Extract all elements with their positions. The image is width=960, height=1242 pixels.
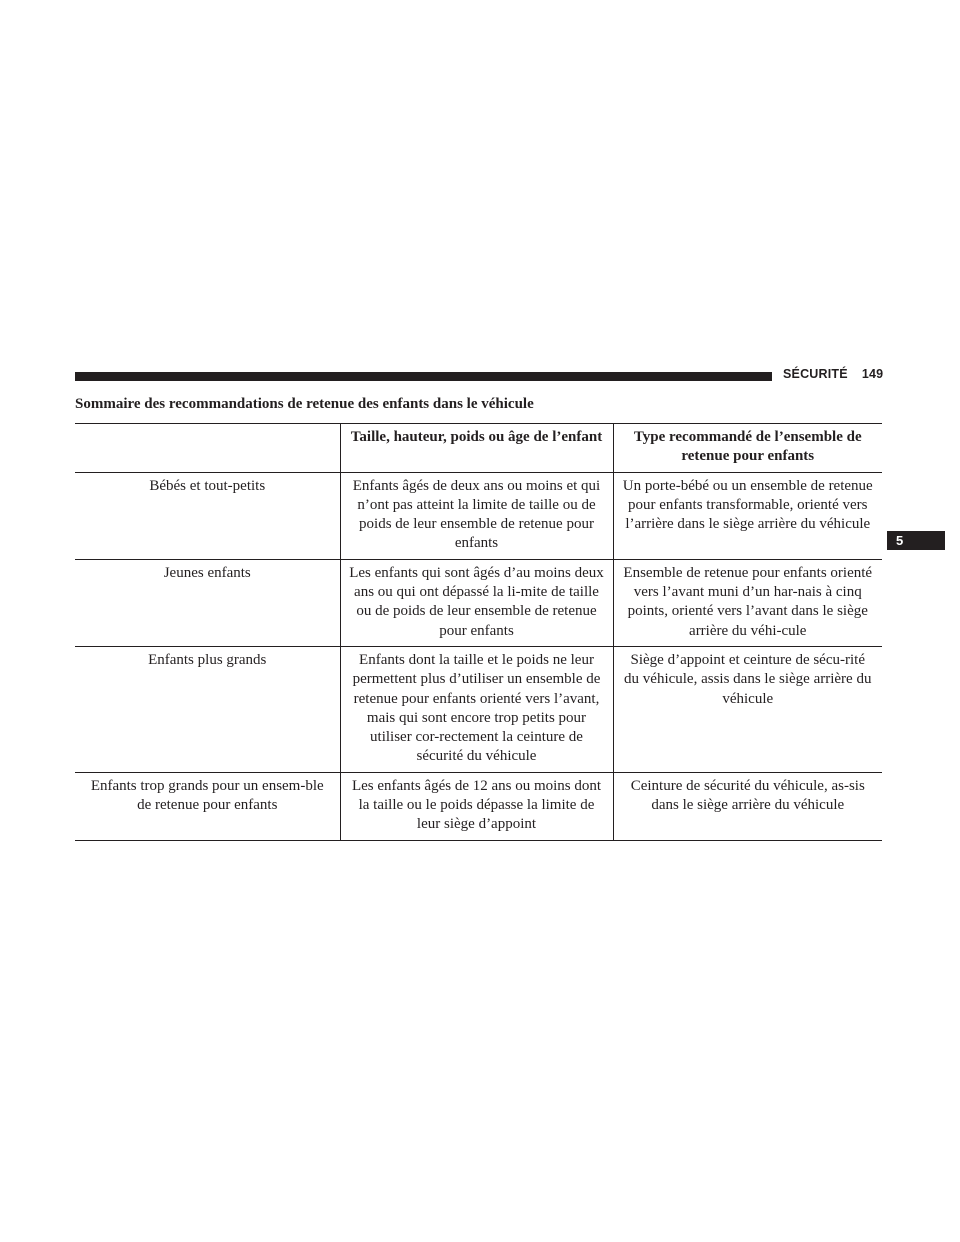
cell-criteria: Enfants dont la taille et le poids ne le…: [339, 645, 613, 773]
section-title: Sommaire des recommandations de retenue …: [75, 396, 534, 412]
table-row: Jeunes enfants Les enfants qui sont âgés…: [75, 558, 882, 647]
table-header-row: Taille, hauteur, poids ou âge de l’enfan…: [75, 423, 882, 473]
header-restraint: Type recommandé de l’ensemble de retenue…: [612, 423, 882, 473]
cell-criteria: Les enfants âgés de 12 ans ou moins dont…: [339, 771, 613, 841]
cell-group: Enfants plus grands: [75, 645, 340, 773]
header-rule: [75, 372, 772, 381]
recommendations-table: Taille, hauteur, poids ou âge de l’enfan…: [75, 423, 882, 841]
header-criteria: Taille, hauteur, poids ou âge de l’enfan…: [339, 423, 613, 473]
page-header: SÉCURITÉ 149: [783, 367, 883, 385]
cell-restraint: Ceinture de sécurité du véhicule, as-sis…: [612, 771, 882, 841]
table-row: Enfants trop grands pour un ensem-ble de…: [75, 771, 882, 841]
cell-restraint: Un porte-bébé ou un ensemble de retenue …: [612, 471, 882, 560]
cell-restraint: Ensemble de retenue pour enfants orienté…: [612, 558, 882, 647]
chapter-tab: 5: [887, 531, 945, 550]
cell-criteria: Enfants âgés de deux ans ou moins et qui…: [339, 471, 613, 560]
cell-restraint: Siège d’appoint et ceinture de sécu-rité…: [612, 645, 882, 773]
cell-group: Bébés et tout-petits: [75, 471, 340, 560]
header-group: [75, 423, 340, 473]
page-number: 149: [861, 367, 884, 381]
table-row: Enfants plus grands Enfants dont la tail…: [75, 645, 882, 773]
cell-group: Jeunes enfants: [75, 558, 340, 647]
table-row: Bébés et tout-petits Enfants âgés de deu…: [75, 471, 882, 560]
cell-criteria: Les enfants qui sont âgés d’au moins deu…: [339, 558, 613, 647]
cell-group: Enfants trop grands pour un ensem-ble de…: [75, 771, 340, 841]
section-name: SÉCURITÉ: [783, 367, 848, 381]
